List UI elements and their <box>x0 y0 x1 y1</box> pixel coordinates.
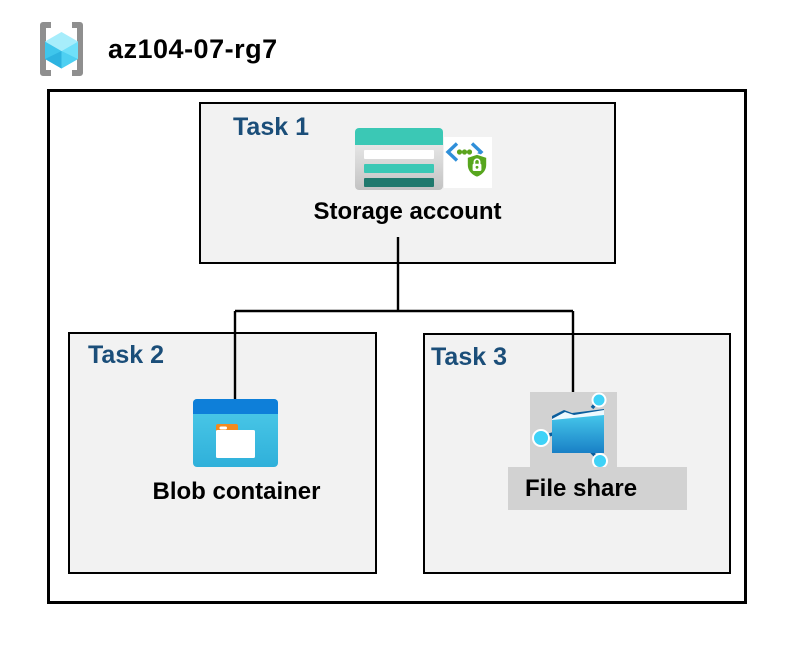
resource-group-name: az104-07-rg7 <box>108 34 278 64</box>
blob-container-caption: Blob container <box>152 478 321 505</box>
file-share-caption: File share <box>525 475 638 502</box>
storage-account-caption: Storage account <box>313 198 502 225</box>
task2-label: Task 2 <box>88 341 164 369</box>
resource-group-icon <box>40 22 83 76</box>
task3-label: Task 3 <box>431 343 507 371</box>
task1-box: Task 1 <box>199 102 616 264</box>
file-share-icon <box>530 392 617 469</box>
task1-label: Task 1 <box>233 113 309 141</box>
file-share-highlight: File share <box>508 467 687 510</box>
secure-access-icon <box>444 137 492 188</box>
task3-box: Task 3 File share <box>423 333 731 574</box>
blob-container-icon <box>193 399 278 472</box>
storage-account-icon <box>355 128 443 195</box>
task2-box: Task 2 Blob container <box>68 332 377 574</box>
